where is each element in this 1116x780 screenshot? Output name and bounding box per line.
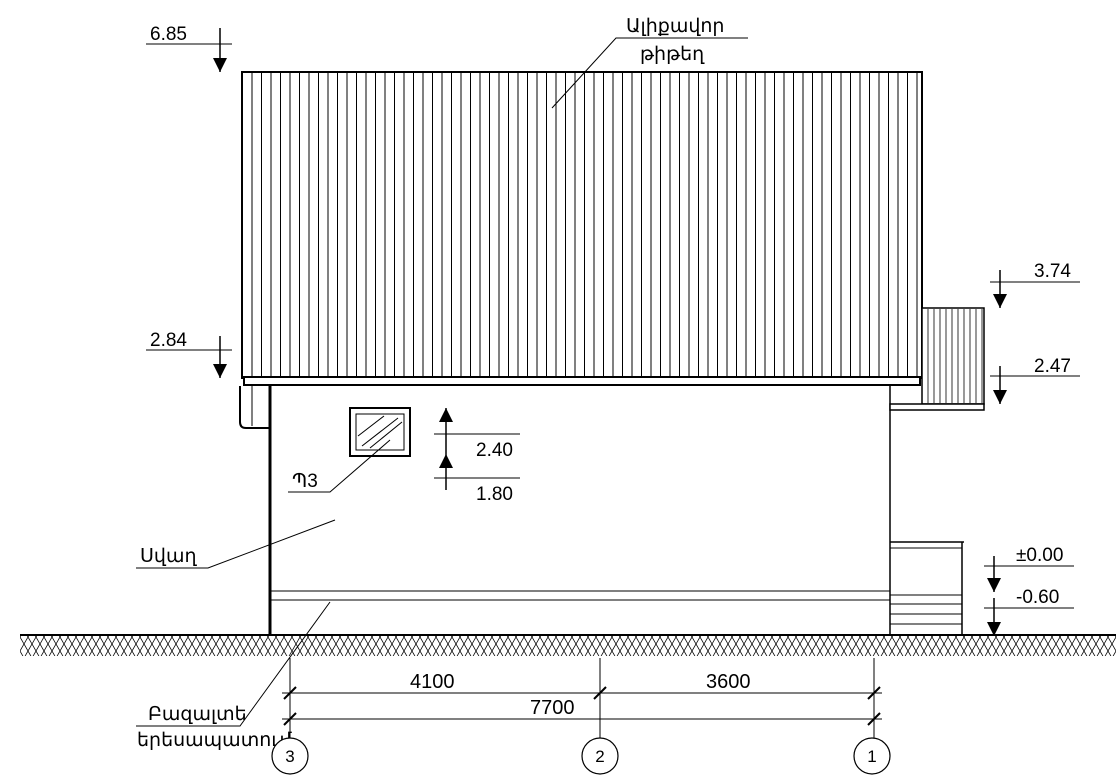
label-window: Պ3 [292,471,318,492]
elevation-window-bottom: 1.80 [476,484,513,505]
elevation-mark-ridge [146,28,232,72]
roof-ribs [251,73,918,377]
label-base-2: երեսապատում [137,730,292,751]
dimension-4100: 4100 [410,671,455,693]
label-roof: Ալիքավոր [626,16,724,37]
window-p3 [349,407,411,457]
porch-steps [890,541,964,635]
axis-1: 1 [867,747,876,766]
elevation-mark-eave [146,336,232,378]
elevation-porch-eave: 2.47 [1034,356,1071,377]
roof [241,71,923,386]
elevation-floor: ±0.00 [1016,545,1063,566]
label-wall: Սվաղ [140,546,197,567]
elevation-eave: 2.84 [150,330,187,351]
leaders [136,37,748,727]
dimension-lines [282,658,882,740]
elevation-mark-window [434,408,520,490]
axis-2: 2 [595,747,604,766]
elevation-window-top: 2.40 [476,440,513,461]
dimension-7700: 7700 [530,697,575,719]
axis-3: 3 [285,747,294,766]
gutter [239,386,270,429]
wall [268,386,891,635]
elevation-ground: -0.60 [1016,587,1059,608]
label-base: Բազալտե [148,704,247,725]
label-roof-2: թիթեղ [640,44,705,65]
roof-eave-board [243,376,921,386]
dimension-3600: 3600 [706,671,751,693]
elevation-ridge: 6.85 [150,24,187,45]
elevation-mark-ground [984,556,1074,636]
elevation-mark-porch [990,270,1080,404]
porch-roof [889,307,985,411]
elevation-porch-top: 3.74 [1034,261,1071,282]
ground-hatch [20,636,1116,656]
axis-markers [271,737,891,775]
